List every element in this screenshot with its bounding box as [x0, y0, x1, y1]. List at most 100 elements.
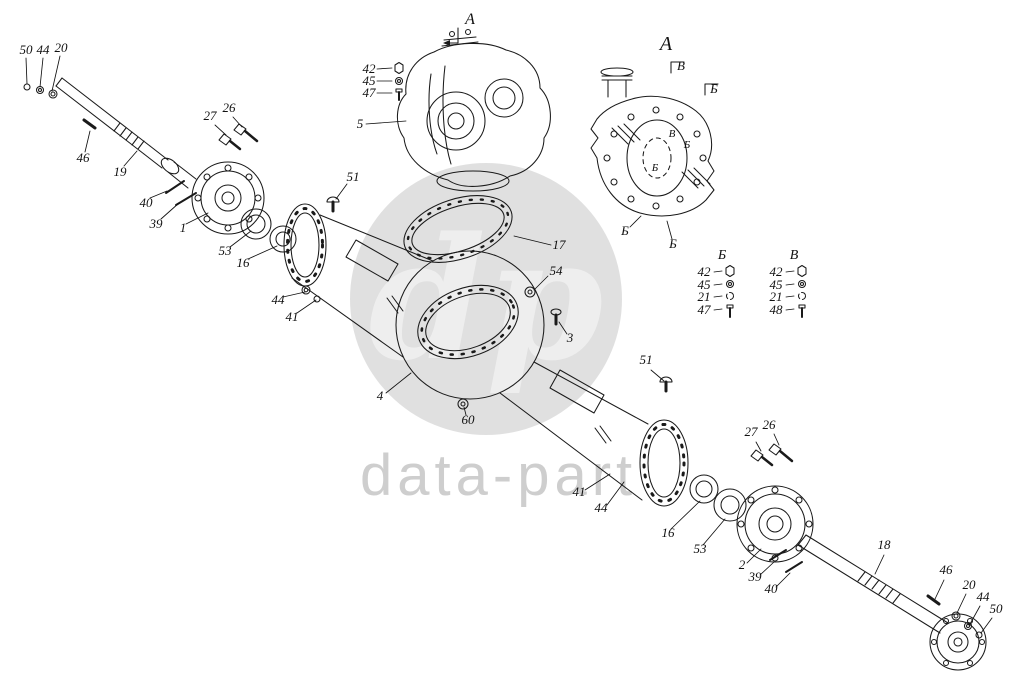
bolt-icon	[395, 88, 403, 93]
callout-leader-45	[785, 283, 795, 286]
callout-27: 27	[204, 108, 218, 123]
callout-4: 4	[377, 388, 384, 403]
callout-leader-60	[463, 406, 467, 416]
seal-ring-left-16	[269, 225, 297, 253]
drive-flange-left	[191, 161, 265, 235]
callout-46: 46	[940, 562, 954, 577]
differential-carrier-5	[396, 28, 551, 192]
callout-42: 42	[698, 264, 712, 279]
callout-leader-4	[385, 372, 412, 394]
callout-45: 45	[770, 277, 784, 292]
bolt-icon	[726, 304, 734, 309]
seal-ring-right-16	[689, 474, 719, 504]
callout-leader-50	[25, 57, 28, 85]
callout-leader-46	[934, 579, 945, 600]
washer-icon	[394, 76, 404, 86]
callout-53: 53	[694, 541, 708, 556]
breather-51-right	[659, 376, 673, 393]
hub-flange-right-2	[736, 485, 814, 563]
callout-19: 19	[114, 164, 128, 179]
callout-leader-18	[874, 554, 885, 575]
callout-leader-42	[785, 270, 795, 273]
callout-18: 18	[878, 537, 892, 552]
breather-51-left	[326, 196, 340, 213]
callout-16: 16	[662, 525, 676, 540]
callout-leader-53	[229, 230, 252, 248]
callout-leader-44	[39, 57, 44, 88]
callout-51: 51	[640, 352, 653, 367]
bearing-ring-right-53	[713, 488, 747, 522]
callout-20: 20	[55, 40, 69, 55]
callout-leader-51	[335, 183, 348, 200]
callout-leader-27	[755, 441, 762, 452]
callout-1: 1	[180, 220, 187, 235]
callout-leader-46	[84, 130, 91, 153]
callout-Б: Б	[709, 81, 718, 96]
callout-41: 41	[286, 309, 299, 324]
callout-leader-48	[785, 308, 795, 311]
callout-44: 44	[272, 292, 286, 307]
callout-leader-19	[123, 150, 138, 167]
callout-44: 44	[977, 589, 991, 604]
callout-leader-27	[214, 124, 227, 136]
section-marker-A-top	[443, 27, 459, 46]
bearing-ring-left-53	[240, 208, 272, 240]
callout-В: В	[677, 58, 685, 73]
callout-leader-47	[713, 308, 723, 311]
callout-Б: Б	[620, 223, 629, 238]
callout-leader-Б	[666, 220, 673, 240]
watermark-text: data-part	[360, 443, 638, 508]
nut-icon	[797, 264, 807, 278]
callout-2: 2	[739, 557, 746, 572]
callout-leader-3	[558, 321, 568, 335]
callout-44: 44	[595, 500, 609, 515]
callout-21: 21	[698, 289, 711, 304]
callout-21: 21	[770, 289, 783, 304]
bolt-icon	[798, 304, 806, 309]
callout-leader-5	[365, 120, 407, 125]
callout-leader-40	[775, 572, 791, 588]
callout-16: 16	[237, 255, 251, 270]
nut-icon	[394, 61, 404, 75]
callout-44: 44	[37, 42, 51, 57]
callout-leader-2	[746, 548, 762, 564]
fastener-icons-diff	[394, 61, 404, 101]
callout-leader-21	[713, 295, 723, 298]
small-fasteners-bottom-right	[750, 443, 983, 639]
callout-leader-Б	[629, 215, 642, 228]
axle-shaft-right-18	[797, 534, 949, 634]
washer-icon	[725, 279, 735, 289]
view-marker-v	[670, 61, 685, 74]
axle-shaft-left	[55, 77, 197, 189]
callout-leader-39	[759, 561, 775, 576]
callout-В: В	[790, 248, 799, 263]
callout-leader-16	[670, 500, 701, 530]
callout-leader-50	[980, 617, 993, 634]
callout-A: A	[658, 33, 673, 55]
plug-54	[524, 286, 536, 298]
callout-27: 27	[745, 424, 759, 439]
housing-center-opening	[417, 284, 519, 360]
callout-leader-21	[785, 295, 795, 298]
callout-3: 3	[566, 330, 574, 345]
callout-40: 40	[765, 581, 779, 596]
callout-39: 39	[748, 569, 763, 584]
callout-Б: Б	[668, 236, 677, 251]
watermark-logo-text: dp	[368, 200, 604, 398]
callout-47: 47	[363, 85, 377, 100]
callout-45: 45	[363, 73, 377, 88]
callout-41: 41	[573, 484, 586, 499]
breather-3	[550, 308, 562, 326]
callout-В: В	[669, 128, 676, 140]
watermark-logo: dp	[350, 163, 622, 435]
callout-60: 60	[462, 412, 476, 427]
callout-leader-17	[513, 235, 552, 246]
callout-51: 51	[347, 169, 360, 184]
callout-leader-54	[533, 275, 549, 291]
callout-leader-44	[969, 605, 981, 625]
washer-icon	[797, 279, 807, 289]
callout-42: 42	[363, 61, 377, 76]
callout-20: 20	[963, 577, 977, 592]
